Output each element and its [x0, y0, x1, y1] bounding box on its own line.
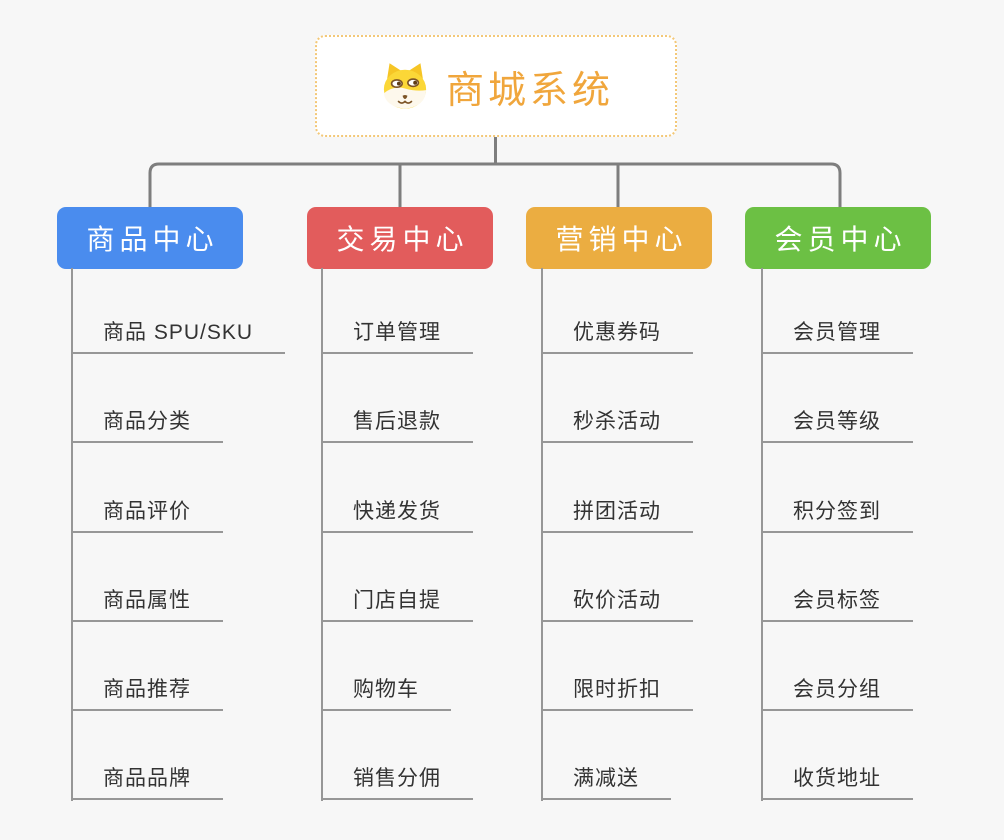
sub-topic[interactable]: 拼团活动 — [541, 497, 693, 533]
branch-node-marketing-center[interactable]: 营销中心 — [526, 207, 712, 269]
branch-connector-line — [321, 268, 323, 801]
sub-topic[interactable]: 会员标签 — [761, 586, 913, 622]
sub-topic[interactable]: 限时折扣 — [541, 675, 693, 711]
root-node[interactable]: 商城系统 — [315, 35, 677, 137]
sub-topic[interactable]: 商品推荐 — [71, 675, 223, 711]
sub-topic[interactable]: 售后退款 — [321, 407, 473, 443]
branch-node-product-center[interactable]: 商品中心 — [57, 207, 243, 269]
branch-column-marketing-center: 优惠券码 秒杀活动 拼团活动 砍价活动 限时折扣 满减送 — [541, 0, 693, 840]
sub-topic[interactable]: 商品属性 — [71, 586, 223, 622]
branch-node-trade-center[interactable]: 交易中心 — [307, 207, 493, 269]
sub-topic[interactable]: 购物车 — [321, 675, 451, 711]
sub-topic[interactable]: 门店自提 — [321, 586, 473, 622]
branch-node-member-center[interactable]: 会员中心 — [745, 207, 931, 269]
dog-face-icon — [378, 60, 432, 112]
sub-topic[interactable]: 满减送 — [541, 764, 671, 800]
root-node-label: 商城系统 — [445, 69, 614, 112]
sub-topic[interactable]: 会员等级 — [761, 407, 913, 443]
branch-label: 商品中心 — [86, 224, 219, 255]
sub-topic[interactable]: 会员分组 — [761, 675, 913, 711]
sub-topic[interactable]: 秒杀活动 — [541, 407, 693, 443]
branch-column-trade-center: 订单管理 售后退款 快递发货 门店自提 购物车 销售分佣 — [321, 0, 473, 840]
sub-topic[interactable]: 订单管理 — [321, 318, 473, 354]
sub-topic[interactable]: 商品分类 — [71, 407, 223, 443]
branch-connector-line — [541, 268, 543, 801]
sub-topic[interactable]: 会员管理 — [761, 318, 913, 354]
sub-topic[interactable]: 商品品牌 — [71, 764, 223, 800]
branch-label: 交易中心 — [336, 224, 469, 255]
sub-topic[interactable]: 收货地址 — [761, 764, 913, 800]
sub-topic[interactable]: 快递发货 — [321, 497, 473, 533]
branch-label: 营销中心 — [555, 224, 688, 255]
branch-connector-line — [761, 268, 763, 801]
sub-topic[interactable]: 砍价活动 — [541, 586, 693, 622]
sub-topic[interactable]: 销售分佣 — [321, 764, 473, 800]
sub-topic[interactable]: 优惠券码 — [541, 318, 693, 354]
branch-column-product-center: 商品 SPU/SKU 商品分类 商品评价 商品属性 商品推荐 商品品牌 — [71, 0, 286, 840]
sub-topic[interactable]: 商品评价 — [71, 497, 223, 533]
branch-column-member-center: 会员管理 会员等级 积分签到 会员标签 会员分组 收货地址 — [761, 0, 913, 840]
branch-label: 会员中心 — [774, 224, 907, 255]
sub-topic[interactable]: 积分签到 — [761, 497, 913, 533]
branch-connector-line — [71, 268, 73, 801]
sub-topic[interactable]: 商品 SPU/SKU — [71, 318, 286, 354]
